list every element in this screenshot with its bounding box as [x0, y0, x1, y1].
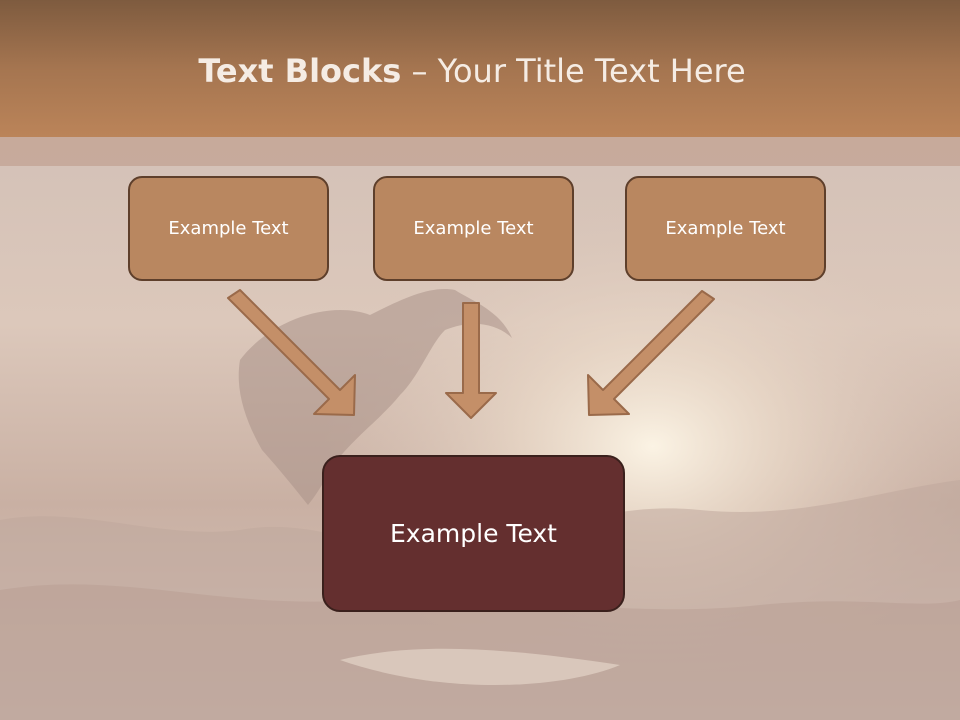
- header-bar: [0, 0, 960, 137]
- text-block-3[interactable]: Example Text: [625, 176, 826, 281]
- title-separator: –: [401, 52, 438, 90]
- text-block-2[interactable]: Example Text: [373, 176, 574, 281]
- text-block-1-label: Example Text: [168, 218, 289, 239]
- arrow-right: [587, 290, 715, 416]
- slide-title: Text Blocks – Your Title Text Here: [0, 52, 944, 90]
- arrow-center: [445, 302, 497, 419]
- title-rest: Your Title Text Here: [437, 52, 746, 90]
- target-text-block[interactable]: Example Text: [322, 455, 625, 612]
- text-block-1[interactable]: Example Text: [128, 176, 329, 281]
- text-block-3-label: Example Text: [665, 218, 786, 239]
- title-bold-part: Text Blocks: [198, 52, 402, 90]
- target-text-block-label: Example Text: [390, 519, 557, 548]
- text-block-2-label: Example Text: [413, 218, 534, 239]
- header-strip: [0, 137, 960, 166]
- arrow-left: [227, 289, 356, 416]
